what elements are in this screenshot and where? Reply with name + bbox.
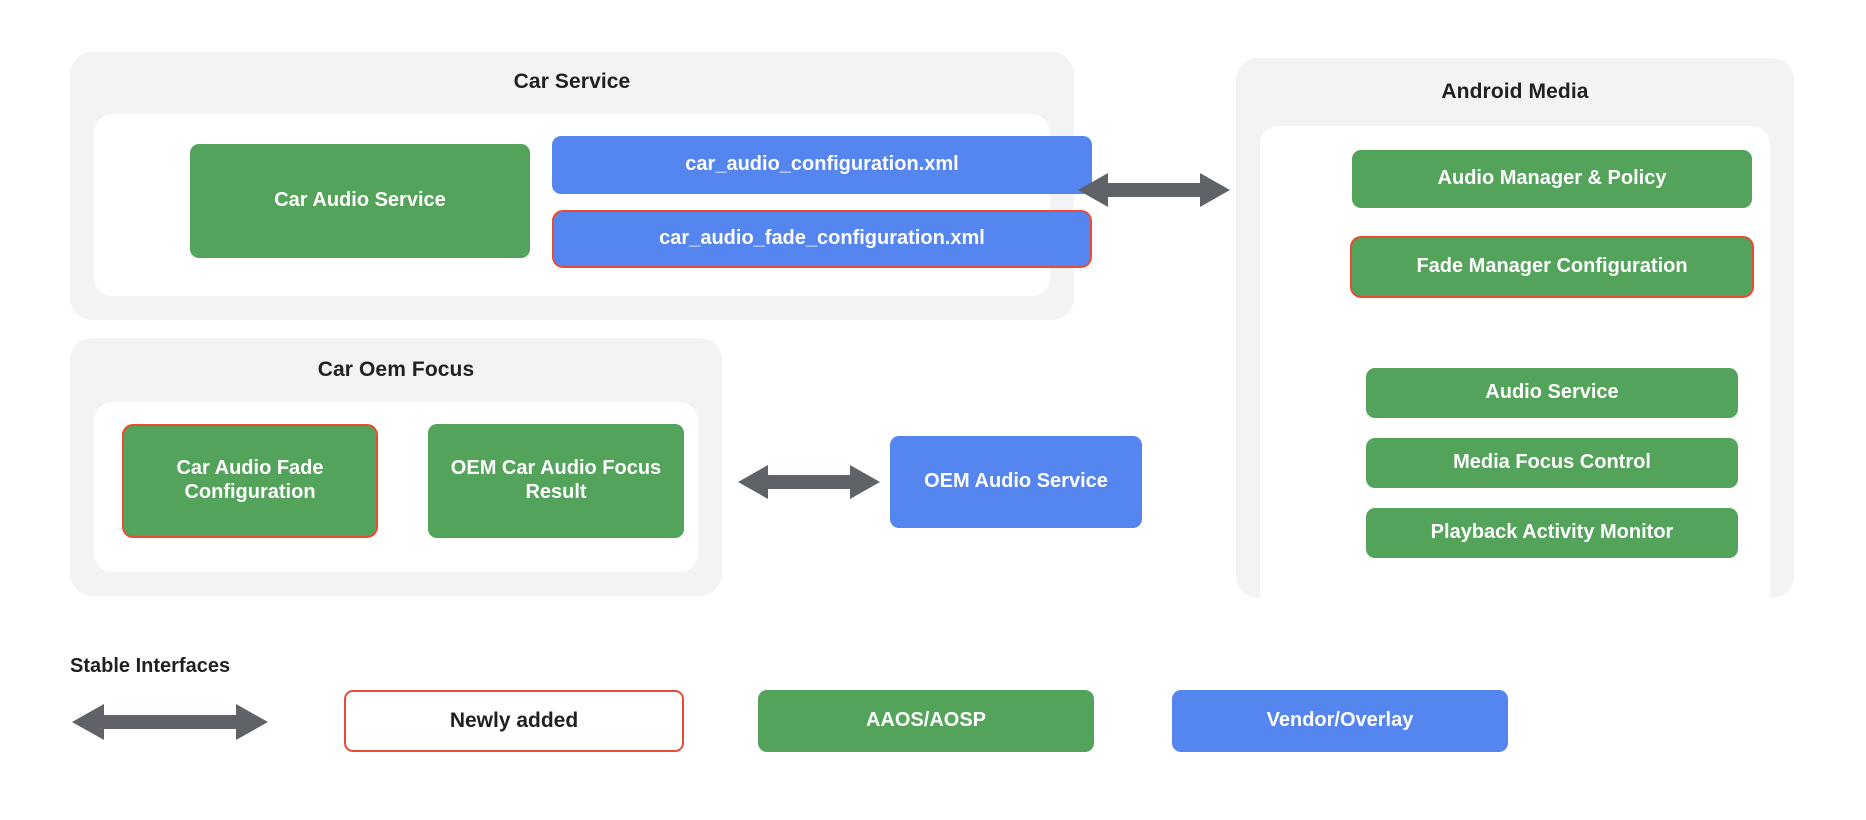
bidirectional-arrow-icon: [72, 704, 268, 740]
node-audio-service-label: Audio Service: [1485, 381, 1619, 404]
node-oem-car-audio-focus-result[interactable]: OEM Car Audio Focus Result: [428, 424, 684, 538]
node-audio-manager-policy[interactable]: Audio Manager & Policy: [1352, 150, 1752, 208]
legend-item-vendor-overlay-label: Vendor/Overlay: [1266, 709, 1414, 732]
node-oem-car-audio-focus-result-label: OEM Car Audio Focus Result: [450, 457, 662, 503]
group-car-oem-focus-title: Car Oem Focus: [317, 358, 475, 381]
node-fade-manager-configuration-label: Fade Manager Configuration: [1416, 255, 1688, 278]
group-car-oem-focus-card: Car Audio Fade Configuration OEM Car Aud…: [94, 402, 698, 572]
node-car-audio-fade-configuration-label: Car Audio Fade Configuration: [176, 457, 324, 503]
node-car-audio-service[interactable]: Car Audio Service: [190, 144, 530, 258]
group-car-service-title: Car Service: [513, 70, 631, 93]
node-playback-activity-monitor-label: Playback Activity Monitor: [1430, 521, 1674, 544]
arrow-car-service-to-android-media: [1078, 168, 1230, 212]
arrow-car-oem-focus-to-oem-audio-service: [738, 460, 880, 504]
node-oem-audio-service[interactable]: OEM Audio Service: [890, 436, 1142, 528]
group-android-media-card: Audio Manager & Policy Fade Manager Conf…: [1260, 126, 1770, 624]
legend-item-vendor-overlay[interactable]: Vendor/Overlay: [1172, 690, 1508, 752]
node-media-focus-control-label: Media Focus Control: [1453, 451, 1651, 474]
bidirectional-arrow-icon: [738, 465, 880, 499]
legend-item-aaos-aosp[interactable]: AAOS/AOSP: [758, 690, 1094, 752]
group-android-media: Android Media Audio Manager & Policy Fad…: [1236, 58, 1794, 624]
legend-item-newly-added[interactable]: Newly added: [344, 690, 684, 752]
node-car-audio-service-label: Car Audio Service: [274, 189, 446, 212]
node-media-focus-control[interactable]: Media Focus Control: [1366, 438, 1738, 488]
group-android-media-title: Android Media: [1441, 80, 1589, 103]
legend-item-newly-added-label: Newly added: [449, 708, 579, 732]
legend-stable-interfaces-label: Stable Interfaces: [70, 655, 231, 677]
node-fade-manager-configuration[interactable]: Fade Manager Configuration: [1350, 236, 1754, 298]
bidirectional-arrow-icon: [1078, 173, 1230, 207]
node-car-audio-fade-configuration-xml-label: car_audio_fade_configuration.xml: [659, 227, 985, 250]
node-car-audio-configuration-xml[interactable]: car_audio_configuration.xml: [552, 136, 1092, 194]
group-car-oem-focus: Car Oem Focus Car Audio Fade Configurati…: [70, 338, 722, 596]
legend-item-aaos-aosp-label: AAOS/AOSP: [865, 709, 987, 732]
node-car-audio-fade-configuration-xml[interactable]: car_audio_fade_configuration.xml: [552, 210, 1092, 268]
node-car-audio-fade-configuration[interactable]: Car Audio Fade Configuration: [122, 424, 378, 538]
node-playback-activity-monitor[interactable]: Playback Activity Monitor: [1366, 508, 1738, 558]
node-audio-service[interactable]: Audio Service: [1366, 368, 1738, 418]
node-car-audio-configuration-xml-label: car_audio_configuration.xml: [685, 153, 959, 176]
node-audio-manager-policy-label: Audio Manager & Policy: [1437, 167, 1667, 190]
legend-stable-interfaces-arrow: [72, 700, 268, 744]
node-oem-audio-service-label: OEM Audio Service: [924, 470, 1108, 493]
group-car-service: Car Service Car Audio Service car_audio_…: [70, 52, 1092, 320]
group-car-service-card: Car Audio Service car_audio_configuratio…: [94, 114, 1092, 296]
